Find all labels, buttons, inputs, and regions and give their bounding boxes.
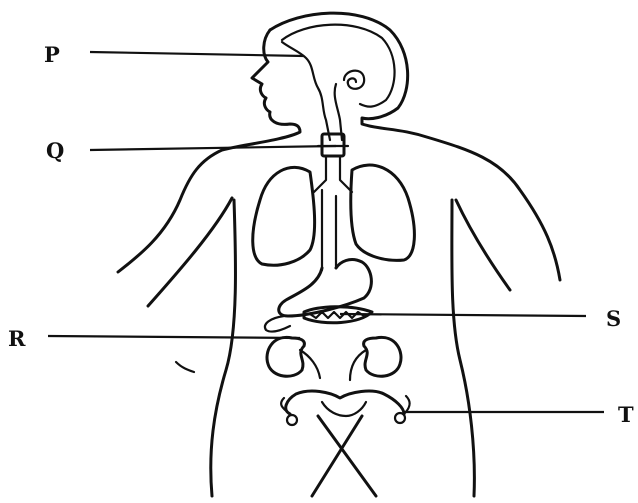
left-ovary <box>287 415 297 425</box>
leader-q <box>90 146 336 150</box>
right-lung <box>351 165 415 260</box>
left-arm-outline <box>148 198 232 306</box>
leader-s <box>340 314 586 316</box>
duodenum <box>265 316 290 332</box>
label-q: Q <box>46 138 64 163</box>
cerebellum <box>344 71 364 89</box>
right-torso-side <box>452 200 475 496</box>
right-ovary <box>395 413 405 423</box>
stray-mark <box>176 362 194 372</box>
right-ureter <box>350 350 366 380</box>
right-kidney <box>364 337 401 376</box>
label-r: R <box>8 326 26 351</box>
trachea <box>314 156 352 192</box>
left-torso-side <box>211 200 236 496</box>
uterus <box>286 391 404 414</box>
leader-r <box>48 336 300 338</box>
leader-p <box>90 52 304 56</box>
pharynx <box>335 84 342 140</box>
label-t: T <box>618 402 634 427</box>
left-kidney <box>267 337 304 376</box>
label-p: P <box>44 42 60 67</box>
left-lung <box>253 167 315 265</box>
uterus-body <box>322 402 366 416</box>
brain-outline <box>282 25 395 107</box>
thigh-lines <box>312 416 376 496</box>
oesophagus <box>322 190 336 270</box>
label-s: S <box>606 306 621 331</box>
right-arm-outline <box>456 200 510 290</box>
